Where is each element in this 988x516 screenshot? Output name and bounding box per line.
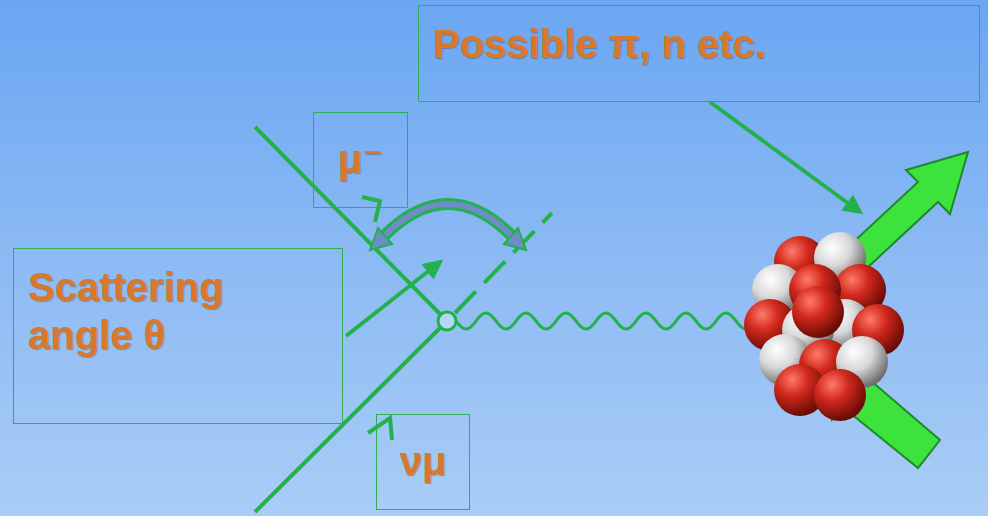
neutrino-arrowhead [368, 418, 392, 440]
neutrino-label-box: νμ [376, 414, 470, 510]
muon-label-box: μ⁻ [313, 112, 408, 208]
angle-arc [382, 204, 514, 238]
angle-arc-head [504, 228, 526, 250]
angle-arc-head [370, 228, 392, 250]
neutrino-track [255, 321, 447, 512]
hadron-label-box: Possible π, n etc. [418, 5, 980, 102]
label-text: Scattering angle θ [28, 263, 328, 359]
proton-sphere [792, 286, 844, 338]
angle-label-box: Scattering angle θ [13, 248, 343, 424]
muon-track [255, 127, 447, 321]
label-text: Possible π, n etc. [433, 20, 965, 68]
label-text: νμ [385, 437, 461, 485]
leader-arrow [710, 102, 860, 212]
muon-arrowhead [362, 197, 380, 222]
proton-sphere [814, 369, 866, 421]
nucleus [744, 232, 904, 421]
leader-arrow [346, 262, 440, 336]
boson-wave [455, 313, 752, 329]
label-text: μ⁻ [322, 135, 399, 183]
angle-arc-outline [382, 204, 514, 238]
vertex [438, 312, 456, 330]
